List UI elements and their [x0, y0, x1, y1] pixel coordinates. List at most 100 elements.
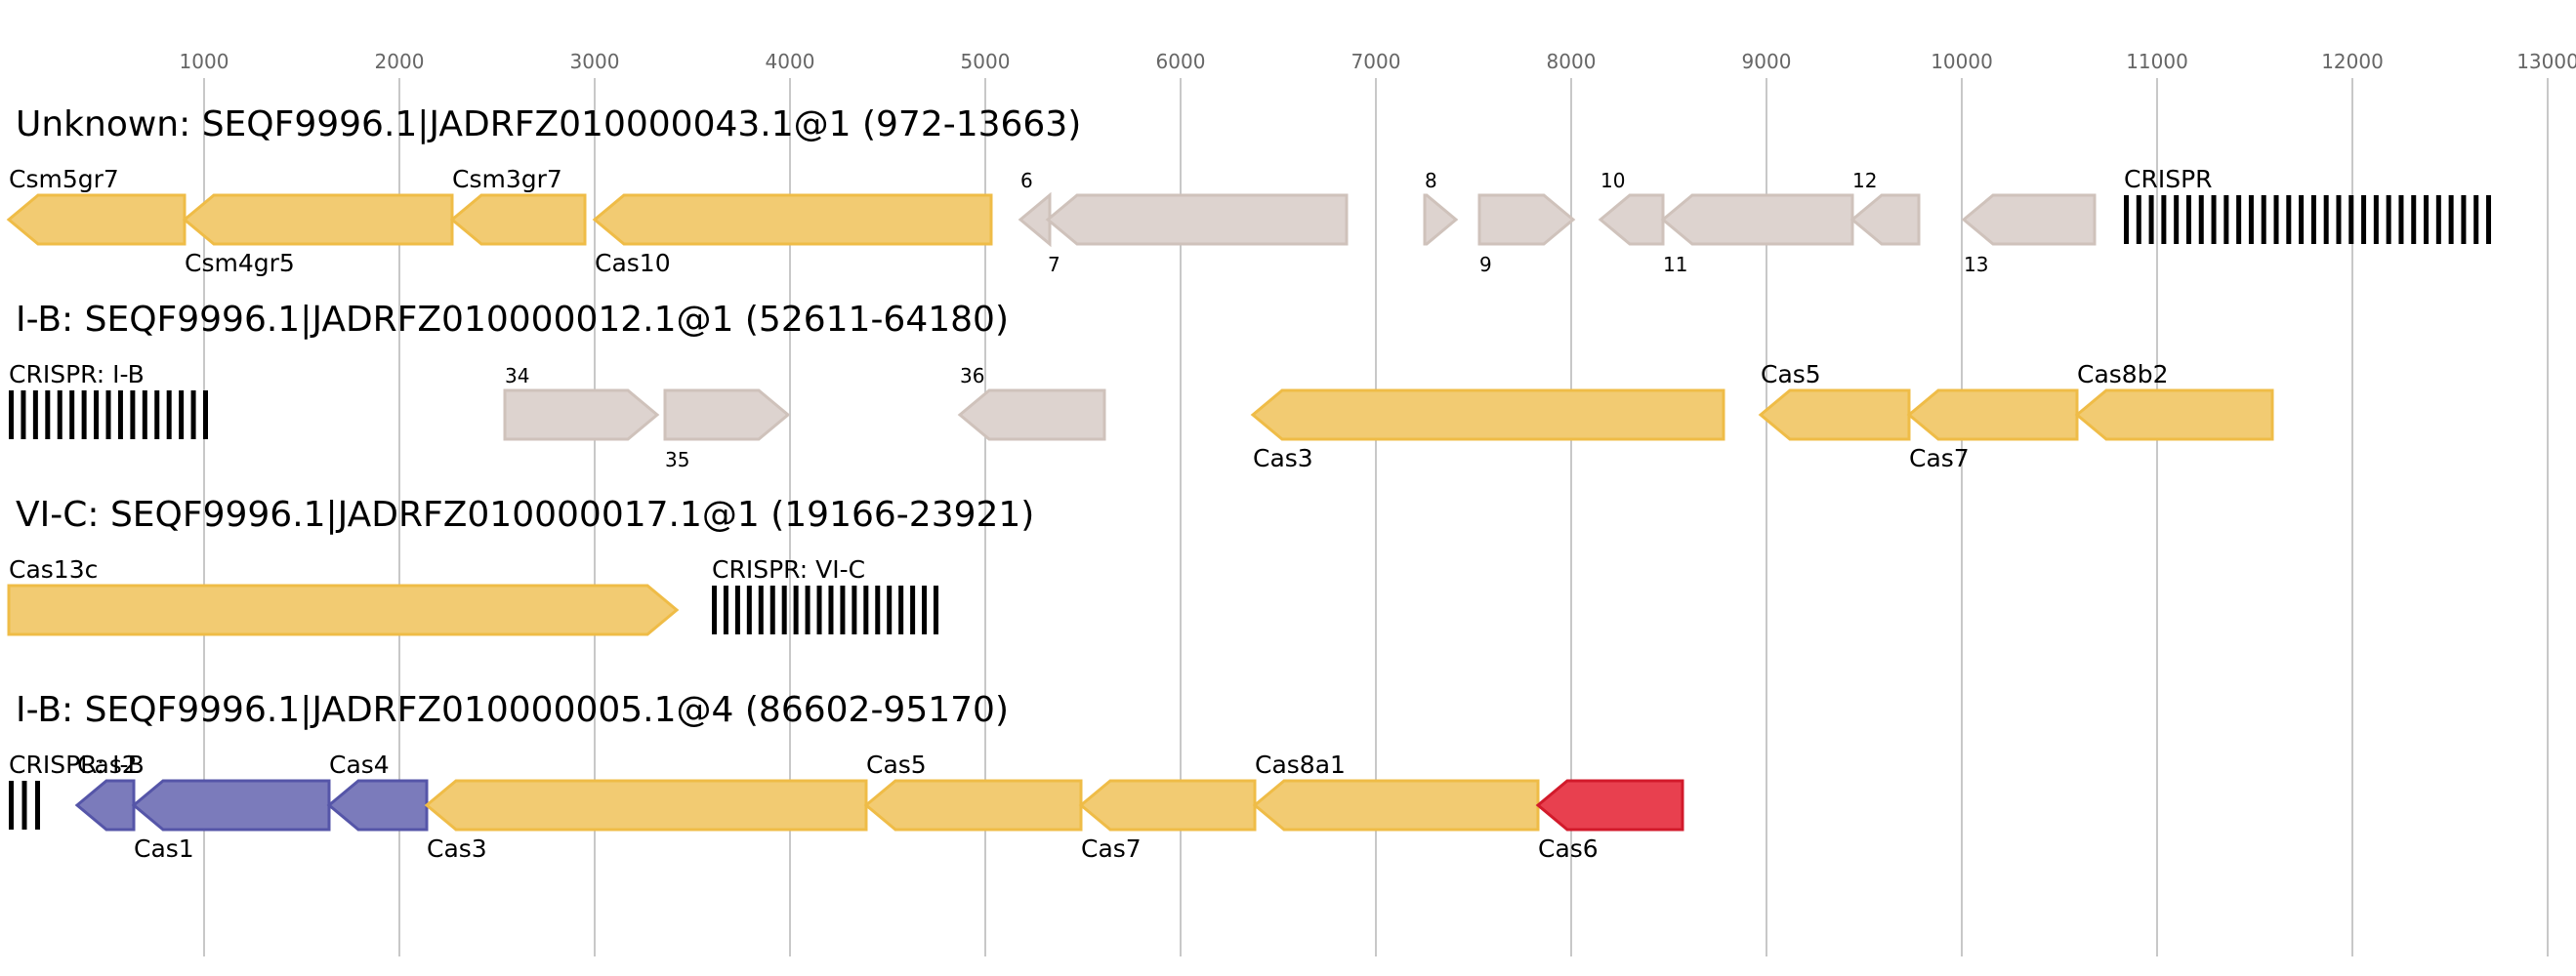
gene-number-label: 7 — [1048, 253, 1060, 276]
track-title: VI-C: SEQF9996.1|JADRFZ010000017.1@1 (19… — [16, 495, 1034, 535]
gene-number-label: 13 — [1964, 253, 1988, 276]
crispr-repeat — [45, 390, 51, 439]
gene-arrow — [1758, 388, 1911, 441]
gene-label: Cas5 — [1761, 360, 1821, 388]
gene-arrow — [182, 193, 454, 246]
gene-label: Csm3gr7 — [452, 165, 562, 193]
crispr-repeat — [21, 390, 26, 439]
crispr-repeat — [2185, 195, 2191, 244]
crispr-repeat — [875, 586, 881, 634]
crispr-repeat — [2486, 195, 2491, 244]
locus-track: I-B: SEQF9996.1|JADRFZ010000005.1@4 (866… — [9, 690, 1684, 863]
gene-label: Cas8a1 — [1255, 751, 1346, 779]
crispr-repeat — [2424, 195, 2430, 244]
crispr-repeat — [793, 586, 799, 634]
crispr-repeat — [2398, 195, 2404, 244]
gene-label: Csm4gr5 — [185, 249, 295, 277]
crispr-repeat — [712, 586, 717, 634]
crispr-repeat — [2124, 195, 2129, 244]
crispr-repeat — [2348, 195, 2354, 244]
crispr-repeat — [2248, 195, 2254, 244]
tick-label: 10000 — [1931, 50, 1993, 73]
crispr-repeat — [734, 586, 740, 634]
gene-label: Cas13c — [9, 555, 98, 584]
tick-label: 8000 — [1547, 50, 1597, 73]
gene-arrow — [326, 779, 429, 832]
crispr-repeat — [2473, 195, 2479, 244]
crispr-repeat — [934, 586, 938, 634]
crispr-repeat — [805, 586, 810, 634]
gene-number-label: 8 — [1425, 169, 1437, 192]
crispr-repeat — [2299, 195, 2305, 244]
gene-arrow — [1078, 779, 1257, 832]
crispr-repeat — [9, 781, 14, 830]
crispr-repeat — [2174, 195, 2180, 244]
gene-arrow — [449, 193, 587, 246]
crispr-repeat — [2323, 195, 2329, 244]
gene-arrow — [1045, 193, 1349, 246]
crispr-repeat — [2373, 195, 2379, 244]
tick-label: 12000 — [2321, 50, 2384, 73]
crispr-repeat — [105, 390, 111, 439]
crispr-repeat — [21, 781, 27, 830]
crispr-repeat — [840, 586, 846, 634]
gene-label: Cas10 — [595, 249, 671, 277]
gene-arrow — [74, 779, 136, 832]
gene-arrow — [1477, 193, 1576, 246]
gene-label: Cas4 — [329, 751, 390, 779]
gene-label: Cas8b2 — [2077, 360, 2168, 388]
gene-arrow — [663, 388, 791, 441]
tick-label: 11000 — [2126, 50, 2188, 73]
crispr-repeat — [2148, 195, 2154, 244]
crispr-repeat — [81, 390, 87, 439]
crispr-repeat — [898, 586, 904, 634]
crispr-repeat — [746, 586, 752, 634]
crispr-repeat — [94, 390, 100, 439]
tick-label: 1000 — [180, 50, 229, 73]
gene-label: Cas1 — [134, 834, 194, 863]
gene-label: Cas2 — [77, 751, 138, 779]
crispr-repeat — [2136, 195, 2141, 244]
crispr-repeat — [2461, 195, 2467, 244]
gene-number-label: 6 — [1020, 169, 1033, 192]
gene-arrow — [6, 193, 187, 246]
gene-label: Cas3 — [427, 834, 487, 863]
gene-arrow — [863, 779, 1083, 832]
gene-arrow — [592, 193, 993, 246]
crispr-label: CRISPR: I-B — [9, 360, 145, 388]
tick-label: 5000 — [961, 50, 1011, 73]
gene-arrow — [1598, 193, 1665, 246]
crispr-repeat — [922, 586, 928, 634]
crispr-repeat — [887, 586, 893, 634]
crispr-repeat — [2448, 195, 2454, 244]
locus-track: VI-C: SEQF9996.1|JADRFZ010000017.1@1 (19… — [7, 495, 1034, 636]
gene-arrow — [2074, 388, 2274, 441]
gene-arrow — [957, 388, 1106, 441]
crispr-repeat — [852, 586, 857, 634]
crispr-repeat — [130, 390, 136, 439]
crispr-repeat — [69, 390, 75, 439]
crispr-repeat — [190, 390, 196, 439]
crispr-repeat — [2435, 195, 2441, 244]
locus-track: I-B: SEQF9996.1|JADRFZ010000012.1@1 (526… — [9, 300, 2274, 472]
crispr-repeat — [2261, 195, 2266, 244]
gene-number-label: 12 — [1852, 169, 1877, 192]
gene-arrow — [424, 779, 868, 832]
gene-number-label: 10 — [1600, 169, 1625, 192]
track-title: Unknown: SEQF9996.1|JADRFZ010000043.1@1 … — [16, 104, 1081, 144]
gene-number-label: 11 — [1663, 253, 1687, 276]
tick-label: 3000 — [570, 50, 620, 73]
crispr-repeat — [758, 586, 764, 634]
crispr-repeat — [2310, 195, 2316, 244]
tick-label: 4000 — [766, 50, 815, 73]
gene-arrow — [1252, 779, 1540, 832]
gene-label: Cas7 — [1081, 834, 1142, 863]
crispr-repeat — [2386, 195, 2391, 244]
crispr-repeat — [142, 390, 147, 439]
crispr-label: CRISPR: I-B — [9, 751, 145, 779]
crispr-repeat — [828, 586, 834, 634]
track-title: I-B: SEQF9996.1|JADRFZ010000012.1@1 (526… — [16, 300, 1009, 340]
gene-arrow — [1906, 388, 2079, 441]
crispr-repeat — [723, 586, 728, 634]
